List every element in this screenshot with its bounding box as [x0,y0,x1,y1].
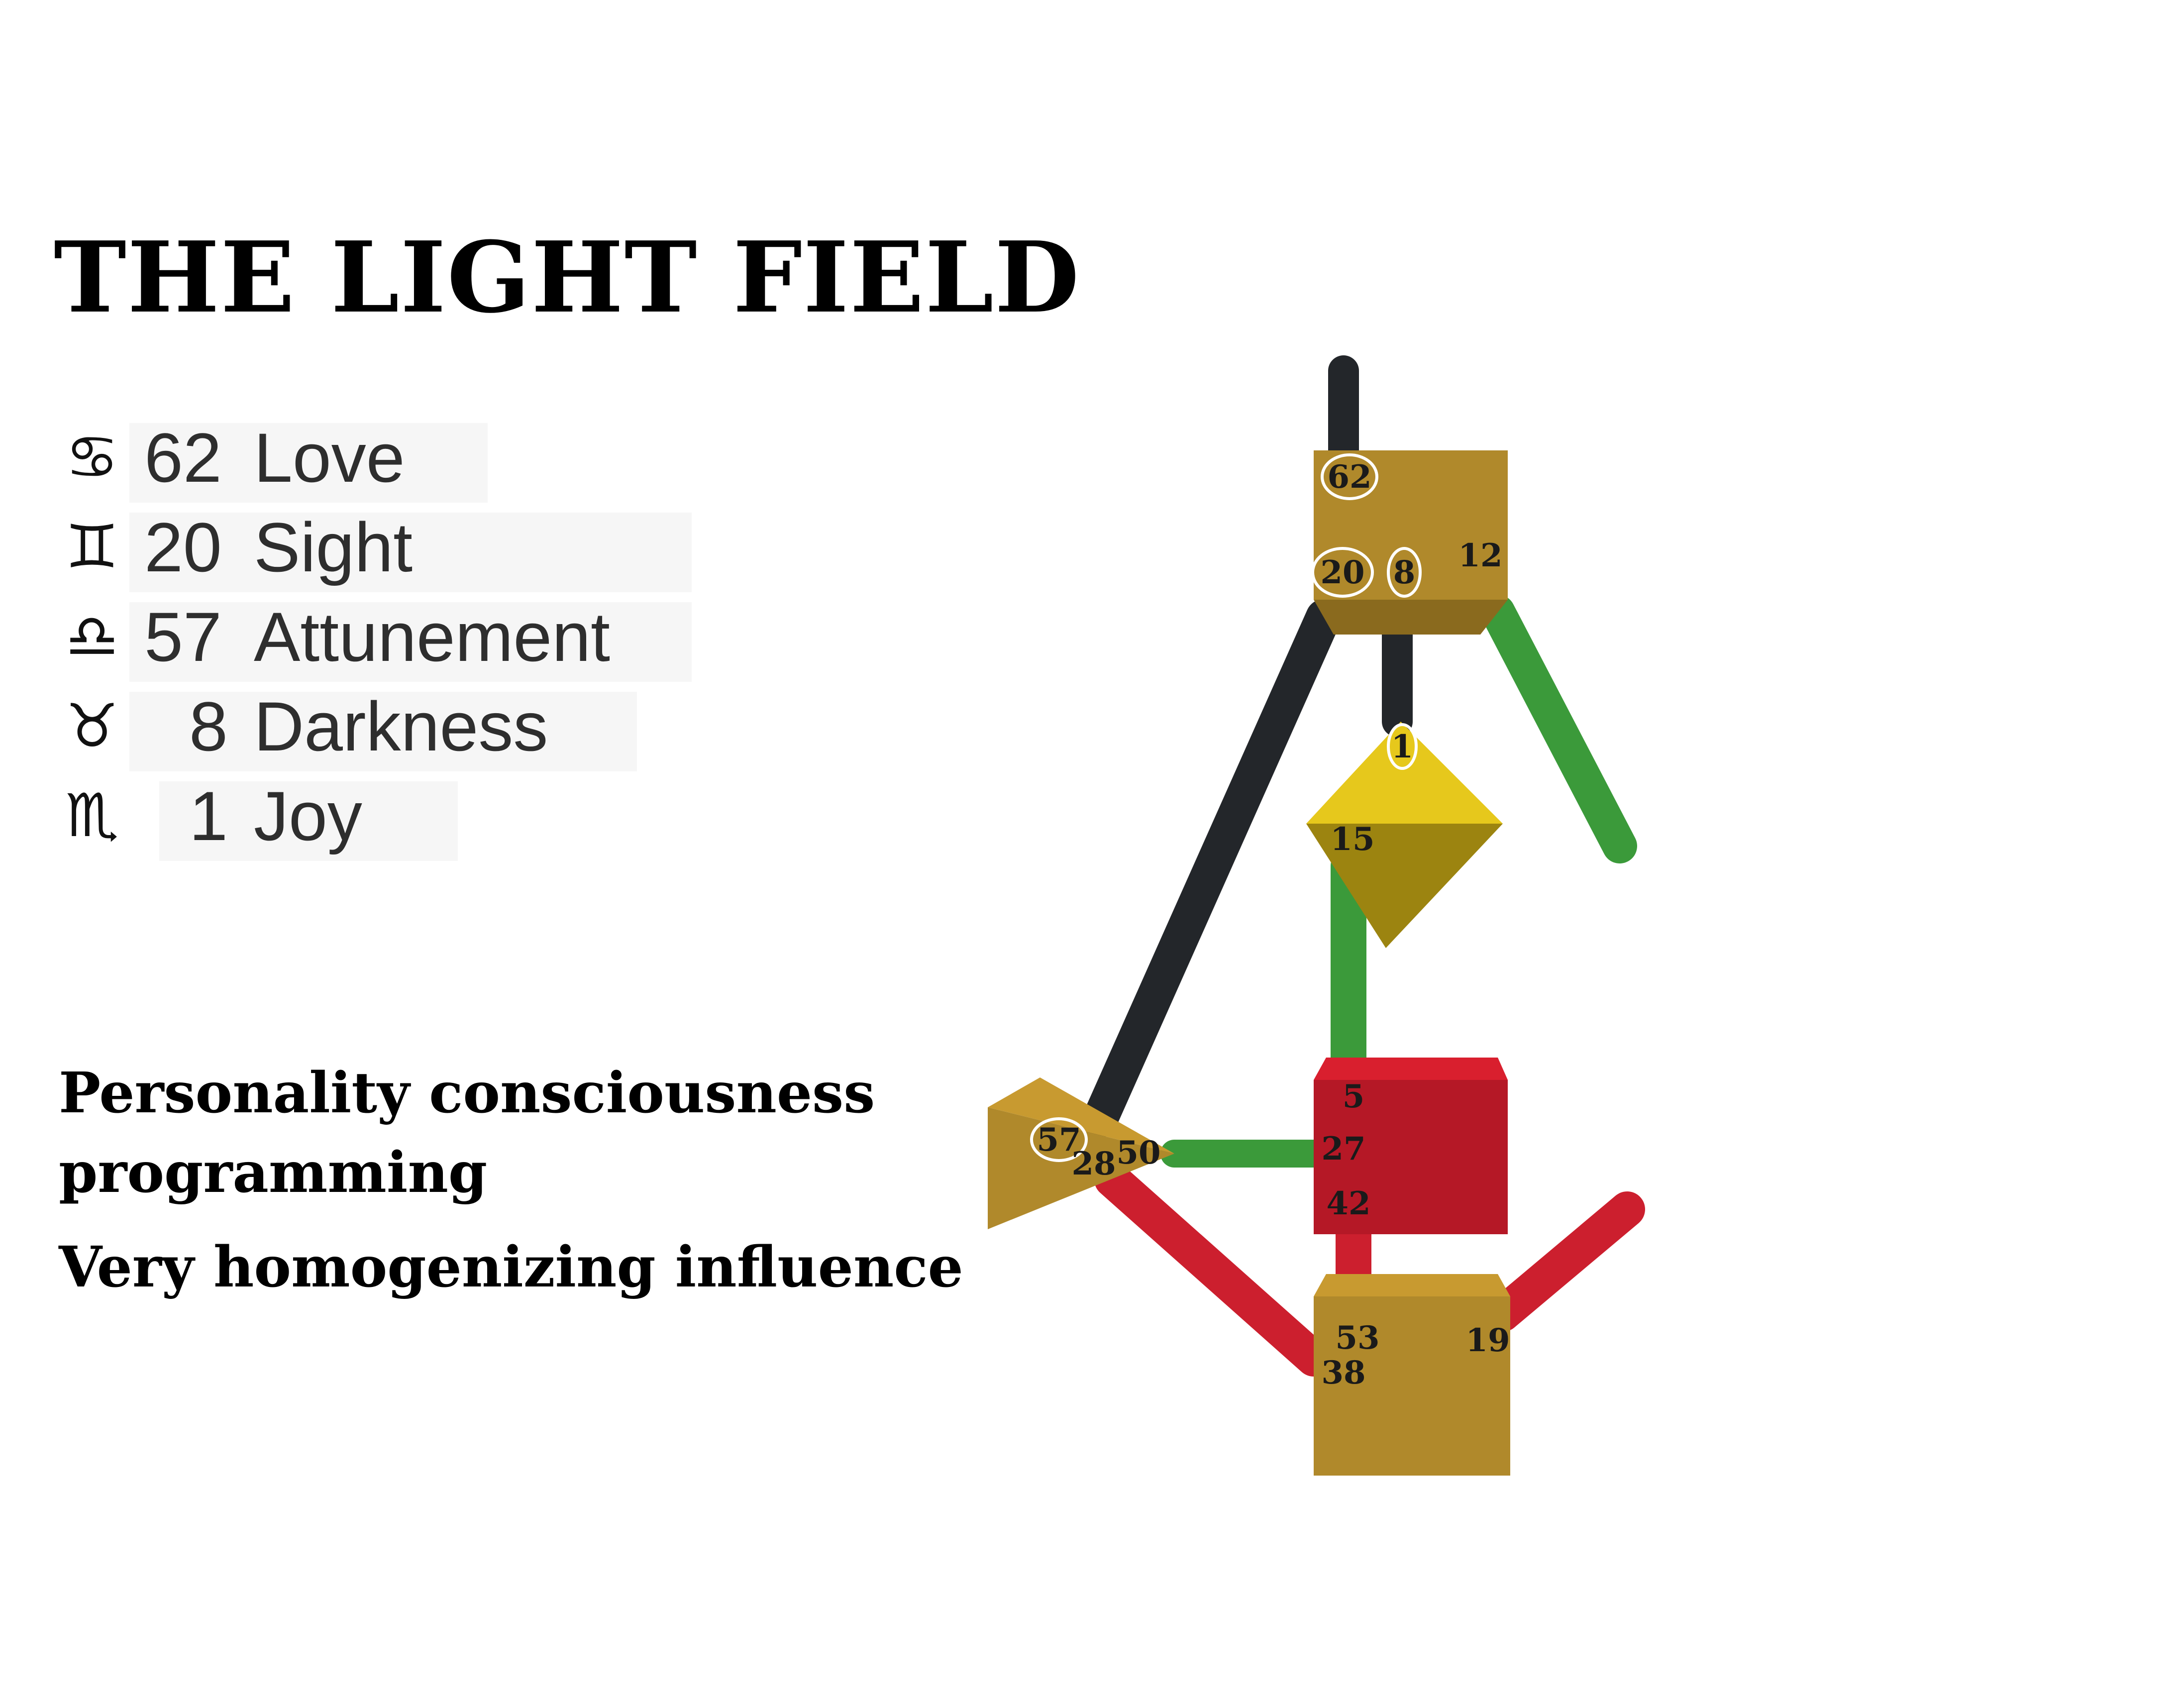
row-highlight [129,602,692,682]
gate-27-label: 27 [1321,1130,1365,1168]
g-center-top [1306,722,1503,824]
row-highlight [159,781,458,861]
gate-38-label: 38 [1321,1354,1365,1391]
taurus-icon: ♉ [65,692,119,761]
gate-list: ♋ 62 Love ♊ 20 Sight ♎ 57 Attunement ♉ 8… [40,413,697,861]
channel-green-head [1480,595,1637,863]
gate-42-label: 42 [1326,1185,1370,1222]
throat-center-top [1314,1058,1508,1080]
gate-15-label: 15 [1330,821,1374,858]
gate-57-circle [1030,1117,1088,1162]
gate-12-label: 12 [1458,537,1502,574]
gate-label: Sight [254,508,413,586]
root-center-top [1314,1274,1510,1296]
gate-number: 57 [144,598,222,676]
g-center-bottom [1306,824,1503,948]
throat-center-front [1314,1080,1508,1234]
row-highlight [129,692,637,771]
gate-row-darkness: ♉ 8 Darkness [40,682,697,771]
gate-62-label: 62 [1327,458,1371,496]
root-center: 53 38 19 [1314,1274,1510,1476]
gemini-icon: ♊ [65,513,119,582]
head-center-front [1314,450,1508,600]
gate-row-love: ♋ 62 Love [40,413,697,503]
libra-icon: ♎ [65,602,119,671]
head-center: 62 20 8 12 [1311,450,1508,635]
head-center-bottom [1314,600,1508,635]
throat-center: 5 27 42 [1314,1058,1508,1234]
gate-row-sight: ♊ 20 Sight [40,503,697,592]
gate-number: 1 [189,777,228,855]
description-line-3: Very homogenizing influence [59,1235,963,1300]
cancer-icon: ♋ [65,423,119,492]
description-line-1: Personality consciousness [59,1061,875,1126]
gate-row-joy: ♏ 1 Joy [40,771,697,861]
gate-8-label: 8 [1393,554,1416,591]
gate-19-label: 19 [1465,1322,1510,1359]
gate-label: Darkness [254,687,548,765]
description-line-2: programming [59,1140,488,1205]
spleen-center-front [988,1107,1174,1229]
page-title: THE LIGHT FIELD [54,220,1080,335]
gate-53-label: 53 [1335,1319,1379,1357]
gate-label: Joy [254,777,362,855]
channel-black-head-spleen [1082,599,1342,1138]
gate-5-label: 5 [1343,1078,1365,1115]
gate-number: 8 [189,687,228,765]
gate-1-label: 1 [1391,728,1414,765]
gate-label: Love [254,419,405,497]
gate-62-circle [1321,453,1378,500]
gate-28-label: 28 [1071,1145,1116,1182]
gate-8-circle [1387,547,1422,598]
channel-red-root-right [1485,1191,1645,1332]
gate-number: 20 [144,508,222,586]
gate-50-label: 50 [1116,1134,1160,1172]
scorpio-icon: ♏ [65,781,119,851]
root-center-front [1314,1296,1510,1476]
gate-20-circle [1311,547,1374,598]
gate-row-attunement: ♎ 57 Attunement [40,592,697,682]
g-center: 1 15 [1306,722,1503,948]
gate-20-label: 20 [1320,554,1364,591]
gate-1-circle [1387,723,1418,770]
spleen-center-top [988,1077,1174,1154]
gate-57-label: 57 [1037,1121,1081,1159]
row-highlight [129,513,692,592]
gate-number: 62 [144,419,222,497]
gate-label: Attunement [254,598,610,676]
row-highlight [129,423,488,503]
channel-red-spleen-root [1094,1162,1332,1377]
spleen-center: 57 28 50 [988,1077,1174,1229]
